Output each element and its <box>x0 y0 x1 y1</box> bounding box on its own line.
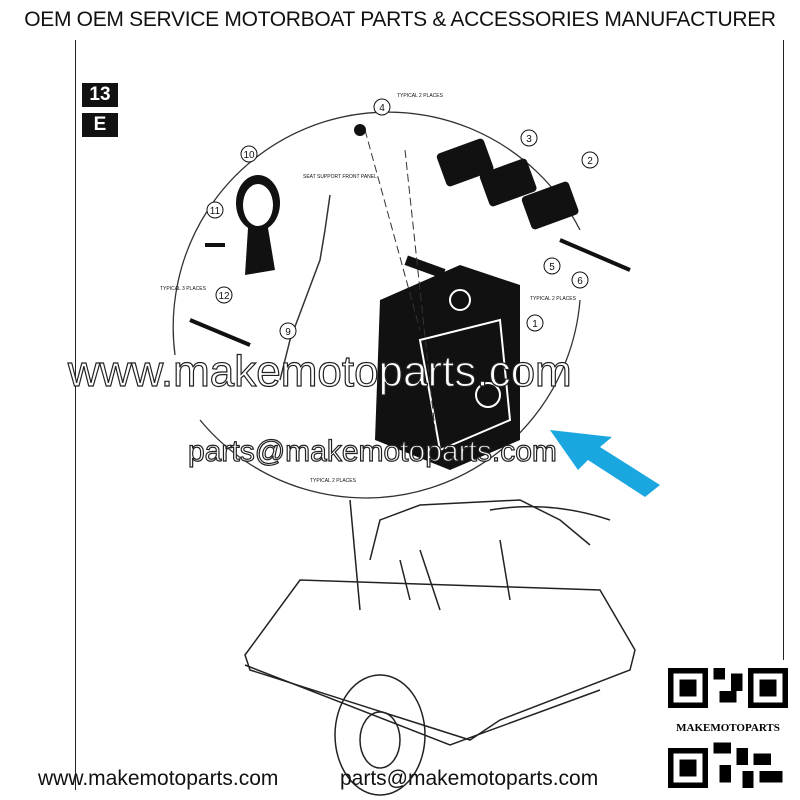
leader-dash <box>364 129 421 331</box>
leader-dash <box>404 149 436 431</box>
notes: TYPICAL 2 PLACES SEAT SUPPORT FRONT PANE… <box>160 93 577 484</box>
detail-circle-lower <box>199 299 581 499</box>
callout-11: 11 <box>210 206 221 217</box>
bolt <box>559 238 631 272</box>
golf-cart-illustration <box>244 499 636 796</box>
screw-long <box>189 318 251 347</box>
footer-website-link[interactable]: www.makemotoparts.com <box>38 767 279 790</box>
micro-switches <box>436 138 579 230</box>
right-border-line <box>783 40 784 660</box>
note-typical-2-right: TYPICAL 2 PLACES <box>530 296 577 302</box>
callouts: 1 2 3 4 5 6 9 10 11 12 <box>206 98 599 340</box>
note-typical-2-bottom: TYPICAL 2 PLACES <box>310 478 357 484</box>
left-border-line <box>75 40 76 790</box>
watermark-email: parts@makemotoparts.com <box>188 435 557 468</box>
section-badge: 13 <box>82 83 118 107</box>
callout-6: 6 <box>577 276 583 287</box>
callout-1: 1 <box>532 319 538 330</box>
blue-arrow-icon <box>550 430 660 497</box>
switch-assembly <box>375 265 520 470</box>
shaft <box>404 255 446 279</box>
seat-support-panel <box>279 194 331 381</box>
callout-12: 12 <box>218 291 230 302</box>
page-title: OEM OEM SERVICE MOTORBOAT PARTS & ACCESS… <box>24 8 776 31</box>
callout-10: 10 <box>243 150 255 161</box>
callout-9: 9 <box>285 327 291 338</box>
callout-5: 5 <box>549 262 555 273</box>
note-typical-3: TYPICAL 3 PLACES <box>160 286 207 292</box>
letter-badge: E <box>82 113 118 137</box>
note-typical-2-top: TYPICAL 2 PLACES <box>397 93 444 99</box>
callout-2: 2 <box>587 156 593 167</box>
footer-email-link[interactable]: parts@makemotoparts.com <box>340 767 599 790</box>
nut <box>354 124 366 136</box>
qr-label: MAKEMOTOPARTS <box>668 722 788 734</box>
callout-3: 3 <box>526 134 532 145</box>
seat-sensor <box>236 175 280 275</box>
callout-4: 4 <box>379 103 385 114</box>
watermark-website: www.makemotoparts.com <box>67 347 572 396</box>
note-seat-support: SEAT SUPPORT FRONT PANEL <box>303 174 377 180</box>
